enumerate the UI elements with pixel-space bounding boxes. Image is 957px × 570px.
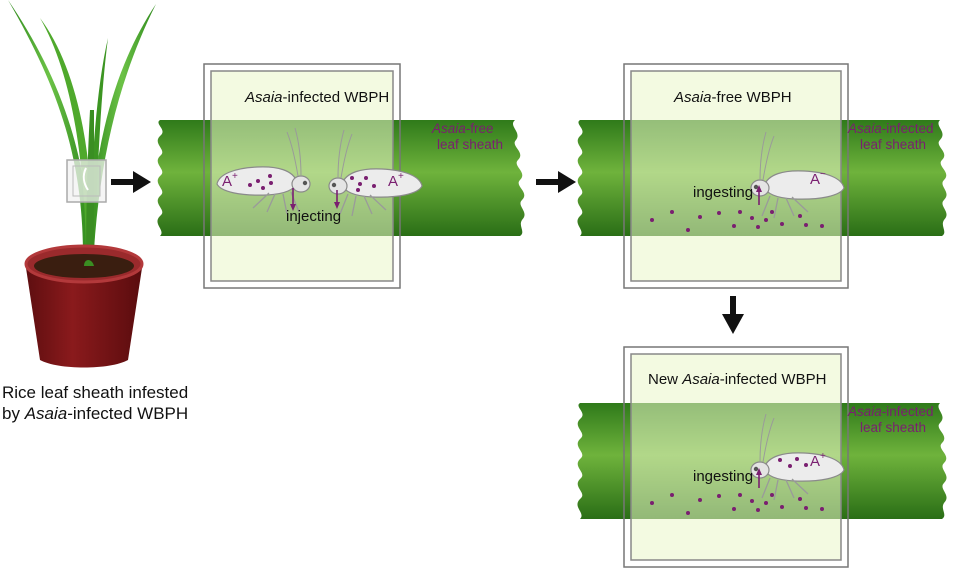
panel-title: New Asaia-infected WBPH — [648, 371, 826, 388]
rice-plant — [8, 0, 156, 368]
plant-caption-line1: Rice leaf sheath infested — [2, 383, 188, 402]
asaia-status-label: A+ — [388, 171, 404, 190]
panel-infected-wbph: Asaia-infected WBPH Asaia-free leaf shea… — [157, 63, 525, 289]
sheath-label-line2: leaf sheath — [437, 137, 503, 152]
cage-frame — [623, 63, 849, 289]
right-arrow-icon — [111, 171, 151, 193]
asaia-status-label: A− — [810, 169, 826, 188]
pot-icon — [26, 253, 142, 368]
action-label: ingesting — [693, 468, 753, 485]
panel-title: Asaia-infected WBPH — [244, 89, 389, 106]
bacteria-dot-icon — [350, 176, 376, 192]
down-arrow-icon — [722, 296, 744, 334]
sheath-label: Asaia-free — [431, 121, 494, 136]
right-arrow-icon — [536, 171, 576, 193]
asaia-status-label: A+ — [810, 451, 826, 470]
sheath-label: Asaia-infected — [847, 404, 934, 419]
bacteria-dot-icon — [248, 174, 273, 190]
sheath-label-line2: leaf sheath — [860, 420, 926, 435]
asaia-status-label: A+ — [222, 171, 238, 190]
action-label: ingesting — [693, 184, 753, 201]
bacteria-dot-icon — [650, 493, 824, 515]
bacteria-dot-icon — [650, 210, 824, 232]
plant-caption-line2: by Asaia-infected WBPH — [2, 404, 188, 423]
bacteria-dot-icon — [778, 457, 808, 468]
cage-frame — [623, 346, 849, 568]
sheath-label-line2: leaf sheath — [860, 137, 926, 152]
panel-new-infected-wbph: New Asaia-infected WBPH Asaia-infected l… — [577, 346, 947, 568]
sheath-label: Asaia-infected — [847, 121, 934, 136]
panel-free-wbph: Asaia-free WBPH Asaia-infected leaf shea… — [577, 63, 947, 289]
panel-title: Asaia-free WBPH — [673, 89, 792, 106]
action-label: injecting — [286, 208, 341, 225]
